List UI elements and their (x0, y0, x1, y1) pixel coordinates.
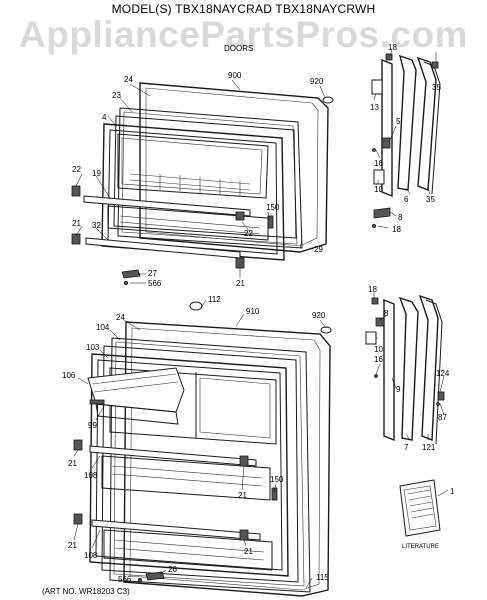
callout-112: 112 (208, 295, 221, 304)
callout-104: 104 (96, 323, 110, 332)
callout-9: 9 (396, 385, 401, 394)
callout-115: 115 (316, 573, 329, 582)
upper-leaders (75, 79, 327, 284)
callout-150-lower: 150 (270, 475, 284, 484)
callout-13: 13 (370, 103, 379, 112)
upper-door-assembly (71, 82, 329, 285)
callout-22-right: 22 (244, 229, 253, 238)
callout-16-upper: 16 (374, 159, 383, 168)
callout-23: 23 (112, 91, 121, 100)
callout-27: 27 (148, 269, 157, 278)
callout-24-lower: 24 (116, 313, 125, 322)
callout-108-lower: 108 (84, 551, 98, 560)
callout-21-lower-right-a: 21 (238, 491, 247, 500)
callout-16-lower: 16 (374, 355, 383, 364)
lower-leaders (73, 299, 327, 589)
callout-10-upper: 10 (374, 185, 383, 194)
watermark: AppliancePartsPros.com (19, 14, 468, 55)
upper-right-leaders (373, 49, 437, 229)
callout-1: 1 (450, 487, 455, 496)
upper-right-parts (371, 53, 441, 228)
art-number: (ART NO. WR18203 C3) (42, 587, 130, 596)
callout-566-lower: 566 (118, 575, 132, 584)
callout-99: 99 (88, 421, 97, 430)
callout-150-upper: 150 (266, 203, 280, 212)
callout-18-bottom: 18 (392, 225, 401, 234)
callout-21-upper-right: 21 (236, 279, 245, 288)
callout-108-upper: 108 (84, 471, 98, 480)
callout-106: 106 (62, 371, 76, 380)
callout-21-lower-left-a: 21 (68, 459, 77, 468)
callout-7: 7 (404, 443, 409, 452)
callout-103: 103 (86, 343, 100, 352)
literature-label: LITERATURE (402, 544, 439, 550)
callout-910: 910 (246, 307, 260, 316)
lower-right-parts (365, 294, 445, 537)
callout-35-top: 35 (432, 83, 441, 92)
callout-32: 32 (92, 221, 101, 230)
callout-4: 4 (102, 113, 107, 122)
callout-121: 121 (422, 443, 436, 452)
section-title: DOORS (224, 44, 254, 53)
callout-18-lower: 18 (368, 285, 377, 294)
callout-29: 29 (314, 245, 323, 254)
callout-24-upper: 24 (124, 75, 133, 84)
callout-8-lower: 8 (384, 309, 389, 318)
callout-6: 6 (404, 195, 409, 204)
callout-18-top: 18 (388, 43, 397, 52)
callout-8-upper: 8 (398, 213, 403, 222)
callout-920-lower: 920 (312, 311, 326, 320)
lower-door-assembly (73, 96, 334, 597)
callout-900: 900 (228, 71, 242, 80)
model-title: MODEL(S) TBX18NAYCRAD TBX18NAYCRWH (111, 2, 376, 16)
callout-10-lower: 10 (374, 345, 383, 354)
callout-5: 5 (396, 117, 401, 126)
callout-920-upper: 920 (310, 77, 324, 86)
lower-right-leaders (373, 292, 449, 497)
callout-35-bottom: 35 (426, 195, 435, 204)
callout-21-lower-right-b: 21 (244, 547, 253, 556)
callout-22-left: 22 (72, 165, 81, 174)
callout-21-upper-left: 21 (72, 219, 81, 228)
callout-labels: 900 920 24 23 4 22 19 21 32 150 22 29 27… (62, 43, 455, 584)
callout-124: 124 (436, 369, 450, 378)
callout-566-upper: 566 (148, 279, 162, 288)
callout-26: 26 (168, 565, 177, 574)
callout-19: 19 (92, 169, 101, 178)
callout-87: 87 (438, 413, 447, 422)
callout-21-lower-left-b: 21 (68, 541, 77, 550)
